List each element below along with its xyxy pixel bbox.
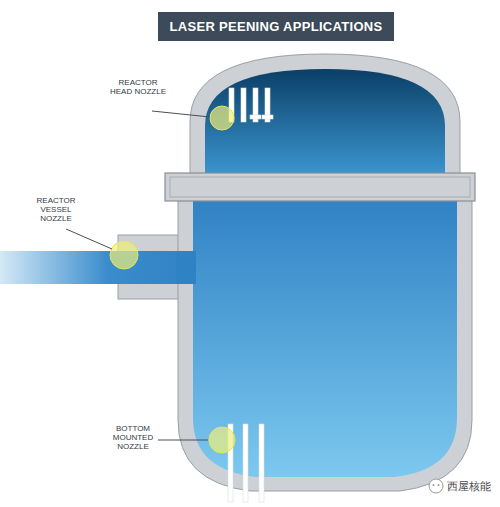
callout-label: BOTTOM MOUNTED NOZZLE <box>103 424 163 452</box>
watermark-icon <box>429 479 443 493</box>
callout-label: REACTOR HEAD NOZZLE <box>108 78 168 96</box>
callout-label: REACTOR VESSEL NOZZLE <box>26 196 86 224</box>
title-banner: LASER PEENING APPLICATIONS <box>158 12 395 41</box>
watermark: 西屋核能 <box>447 479 491 494</box>
